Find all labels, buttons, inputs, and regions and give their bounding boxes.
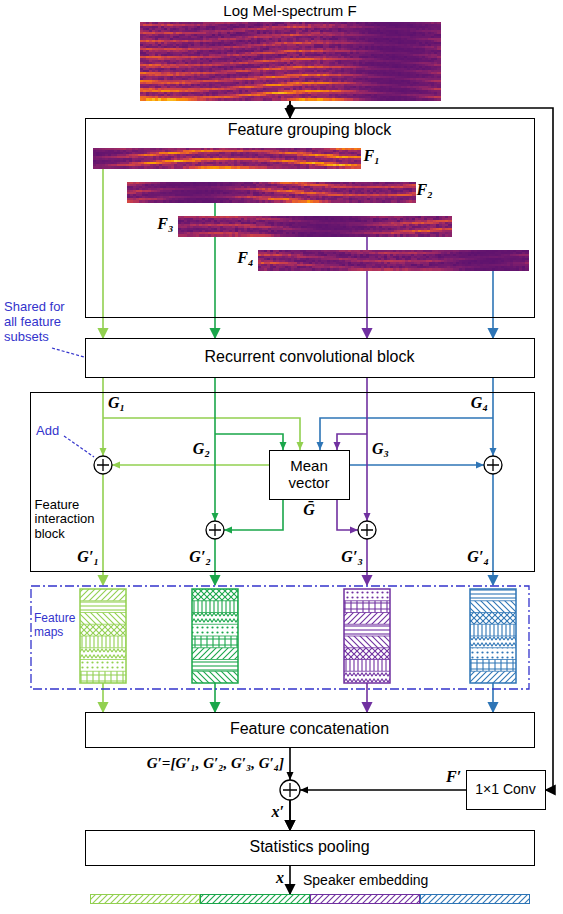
spectrogram-cell: [212, 98, 216, 101]
spectrogram-cell: [227, 98, 231, 101]
spectrogram-cell: [179, 98, 183, 101]
spectrogram-image: Log Mel-spectrum F: [140, 22, 440, 100]
spectrogram-cell: [140, 98, 144, 101]
spectrogram-cell: [218, 98, 222, 101]
spectrogram-cells: [140, 22, 441, 101]
spectrogram-cell: [161, 98, 165, 101]
spectrogram-cell: [146, 98, 150, 101]
spectrogram-cell: [176, 98, 180, 101]
spectrogram-cell: [167, 98, 171, 101]
spectrogram-cell: [278, 98, 282, 101]
spectrogram-cell: [194, 98, 198, 101]
spectrogram-cell: [242, 98, 246, 101]
spectrogram-cell: [263, 98, 267, 101]
spectrogram-cell: [149, 98, 153, 101]
spectrogram-cell: [221, 98, 225, 101]
spectrogram-cell: [203, 98, 207, 101]
spectrogram-cell: [272, 98, 276, 101]
spectrogram-cell: [215, 98, 219, 101]
spectrogram-cell: [239, 98, 243, 101]
spectrogram-cell: [275, 98, 279, 101]
spectrogram-cell: [257, 98, 261, 101]
spectrogram-cell: [284, 98, 288, 101]
spectrogram-cell: [260, 98, 264, 101]
spectrogram-cell: [197, 98, 201, 101]
spectrogram-cell: [173, 98, 177, 101]
spectrogram-cell: [251, 98, 255, 101]
spectrogram-cell: [152, 98, 156, 101]
spectrogram-cell: [185, 98, 189, 101]
spectrogram-cell: [206, 98, 210, 101]
spectrogram-cell: [155, 98, 159, 101]
spectrogram-cell: [200, 98, 204, 101]
spectrogram-cell: [281, 98, 285, 101]
spectrogram-cell: [170, 98, 174, 101]
spectrogram-cell: [236, 98, 240, 101]
spectrogram-cell: [164, 98, 168, 101]
spectrogram-cell: [158, 98, 162, 101]
spectrogram-cell: [245, 98, 249, 101]
spectrogram-cell: [209, 98, 213, 101]
spectrogram-cell: [230, 98, 234, 101]
spectrogram-cell: [254, 98, 258, 101]
spectrogram-cell: [182, 98, 186, 101]
spectrogram-cell: [266, 98, 270, 101]
spectrogram-cell: [143, 98, 147, 101]
spectrogram-cell: [224, 98, 228, 101]
spectrogram-cell: [233, 98, 237, 101]
spectrogram-cell: [191, 98, 195, 101]
spectrogram-picture: [140, 22, 440, 100]
spectrogram-cell: [248, 98, 252, 101]
spectrogram-cell: [269, 98, 273, 101]
spectrogram-cell: [188, 98, 192, 101]
